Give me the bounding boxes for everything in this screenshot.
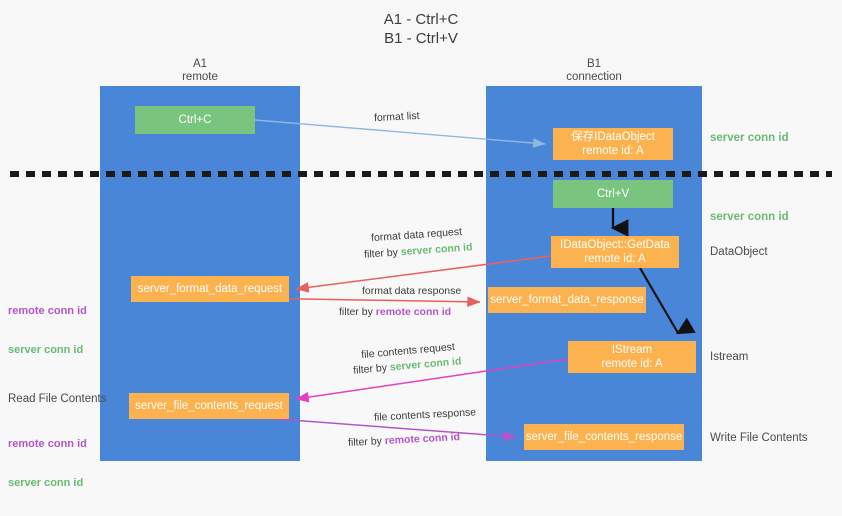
left-legend-conn-ids-lower: remote conn id server conn id: [8, 412, 87, 516]
left-legend-conn-ids-upper: remote conn id server conn id: [8, 279, 87, 383]
box-server-format-data-response[interactable]: server_format_data_response: [488, 287, 646, 313]
filter-prefix: filter by: [339, 306, 376, 318]
edge-label-file-contents-response-filter: filter by remote conn id: [348, 430, 461, 450]
box-ctrl-c[interactable]: Ctrl+C: [135, 106, 255, 134]
side-label-istream: Istream: [710, 351, 749, 363]
side-label-server-conn-id-top: server conn id: [710, 132, 789, 144]
legend-server-conn-id: server conn id: [8, 477, 84, 489]
edge-label-format-data-response-filter: filter by remote conn id: [339, 305, 451, 319]
filter-prefix: filter by: [347, 435, 386, 449]
box-idataobject-getdata[interactable]: IDataObject::GetData remote id: A: [551, 236, 679, 268]
side-label-server-conn-id-mid: server conn id: [710, 211, 789, 223]
edge-label-format-data-response: format data response: [362, 285, 462, 297]
page-title: A1 - Ctrl+C B1 - Ctrl+V: [383, 11, 459, 47]
phase-divider: [10, 171, 832, 177]
filter-prefix: filter by: [363, 246, 402, 261]
edge-label-format-list: format list: [373, 109, 420, 125]
legend-remote-conn-id: remote conn id: [8, 305, 87, 317]
filter-value: server conn id: [400, 241, 473, 259]
box-server-file-contents-response[interactable]: server_file_contents_response: [524, 424, 684, 450]
filter-value: remote conn id: [375, 306, 452, 318]
filter-prefix: filter by: [352, 361, 391, 377]
filter-value: remote conn id: [384, 431, 461, 447]
diagram-canvas: A1 - Ctrl+C B1 - Ctrl+V A1 remote B1 con…: [8, 11, 832, 489]
legend-remote-conn-id: remote conn id: [8, 438, 87, 450]
left-label-read-file-contents: Read File Contents: [8, 393, 107, 405]
legend-server-conn-id: server conn id: [8, 344, 84, 356]
box-istream[interactable]: IStream remote id: A: [568, 341, 696, 373]
box-server-file-contents-request[interactable]: server_file_contents_request: [129, 393, 289, 419]
box-server-format-data-request[interactable]: server_format_data_request: [131, 276, 289, 302]
box-ctrl-v[interactable]: Ctrl+V: [553, 180, 673, 208]
column-header-a1: A1 remote: [182, 58, 218, 83]
edge-label-file-contents-response: file contents response: [373, 406, 477, 424]
box-save-idataobject[interactable]: 保存IDataObject remote id: A: [553, 128, 673, 160]
side-label-dataobject: DataObject: [710, 246, 768, 258]
side-label-write-file-contents: Write File Contents: [710, 432, 808, 444]
column-header-b1: B1 connection: [566, 58, 622, 83]
